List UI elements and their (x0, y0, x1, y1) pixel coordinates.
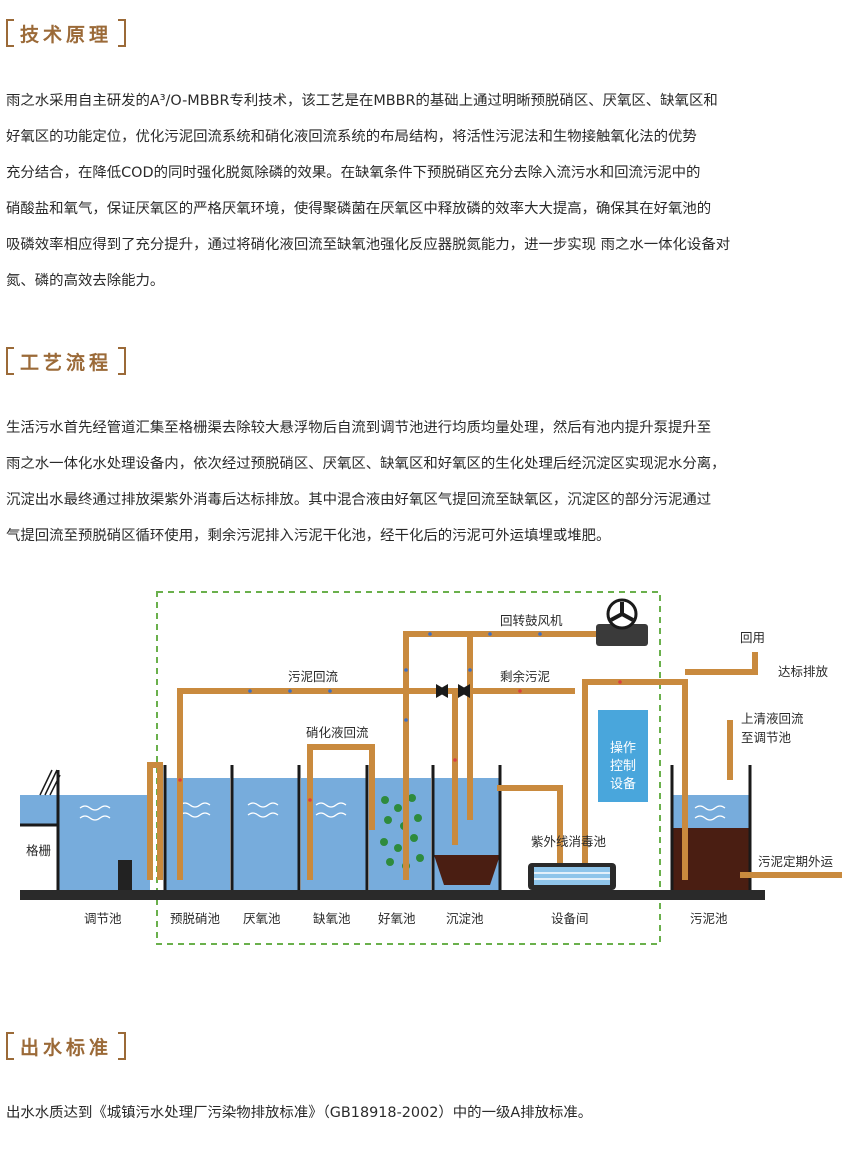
tank-walls (20, 765, 752, 890)
flow-arrow-icons (248, 632, 542, 722)
text-line: 氮、磷的高效去除能力。 (6, 273, 165, 289)
control-equipment (598, 710, 648, 802)
discharge-label: 达标排放 (778, 664, 829, 679)
bracket-right-icon (118, 1032, 127, 1060)
section-title: 技术原理 (20, 23, 113, 46)
sludge-out-label: 污泥定期外运 (758, 854, 834, 869)
section-header-principle: 技术原理 (6, 19, 127, 47)
standard-paragraph: 出水水质达到《城镇污水处理厂污染物排放标准》（GB18918-2002）中的一级… (6, 1095, 836, 1131)
grille-label: 格栅 (26, 843, 51, 858)
rotary-blower-icon (596, 598, 648, 646)
flow-arrow-icons (178, 680, 622, 802)
text-line: 沉淀出水最终通过排放渠紫外消毒后达标排放。其中混合液由好氧区气提回流至缺氧区，沉… (6, 492, 712, 508)
tank-label: 预脱硝池 (170, 911, 221, 926)
sludge-return-label: 污泥回流 (288, 669, 339, 684)
process-paragraph: 生活污水首先经管道汇集至格栅渠去除较大悬浮物后自流到调节池进行均质均量处理，然后… (6, 410, 836, 554)
uv-label: 紫外线消毒池 (531, 834, 607, 849)
supernatant-label: 上清液回流 (741, 711, 804, 726)
bracket-right-icon (118, 347, 127, 375)
text-line: 好氧区的功能定位，优化污泥回流系统和硝化液回流系统的布局结构，将活性污泥法和生物… (6, 129, 697, 145)
tank-label: 设备间 (551, 911, 589, 926)
nitrate-return-label: 硝化液回流 (306, 725, 369, 740)
bracket-left-icon (6, 19, 14, 47)
text-line: 雨之水采用自主研发的A³/O-MBBR专利技术，该工艺是在MBBR的基础上通过明… (6, 93, 718, 109)
text-line: 生活污水首先经管道汇集至格栅渠去除较大悬浮物后自流到调节池进行均质均量处理，然后… (6, 420, 712, 436)
text-line: 充分结合，在降低COD的同时强化脱氮除磷的效果。在缺氧条件下预脱硝区充分去除入流… (6, 165, 701, 181)
section-header-standard: 出水标准 (6, 1032, 127, 1060)
process-flow-diagram: 操作 控制 设备 格栅 回转鼓风机 污泥回流 剩余污泥 硝化液回流 回用 达标排… (20, 591, 842, 945)
text-line: 硝酸盐和氧气，保证厌氧区的严格厌氧环境，使得聚磷菌在厌氧区中释放磷的效率大大提高… (6, 201, 712, 217)
section-title: 出水标准 (20, 1036, 113, 1059)
bracket-left-icon (6, 1032, 14, 1060)
ground-base (20, 890, 765, 900)
control-label-1: 操作 (610, 740, 636, 756)
lift-pump-icon (118, 860, 132, 890)
tank-label: 厌氧池 (243, 911, 281, 926)
uv-disinfection-unit (528, 863, 616, 890)
valve-icons (436, 684, 470, 698)
tank-label: 调节池 (84, 911, 122, 926)
text-line: 出水水质达到《城镇污水处理厂污染物排放标准》（GB18918-2002）中的一级… (6, 1105, 593, 1121)
tank-label: 沉淀池 (446, 911, 484, 926)
text-line: 气提回流至预脱硝区循环使用，剩余污泥排入污泥干化池，经干化后的污泥可外运填埋或堆… (6, 528, 611, 544)
tank-label: 污泥池 (690, 911, 728, 926)
tank-label: 缺氧池 (313, 911, 351, 926)
principle-paragraph: 雨之水采用自主研发的A³/O-MBBR专利技术，该工艺是在MBBR的基础上通过明… (6, 83, 836, 299)
supernatant-label: 至调节池 (741, 730, 792, 745)
control-label-3: 设备 (610, 776, 636, 792)
grille-icon (39, 769, 61, 796)
section-title: 工艺流程 (20, 351, 113, 374)
section-header-process: 工艺流程 (6, 347, 127, 375)
bracket-left-icon (6, 347, 14, 375)
control-label-2: 控制 (610, 759, 636, 774)
bracket-right-icon (118, 19, 127, 47)
text-line: 吸磷效率相应得到了充分提升，通过将硝化液回流至缺氧池强化反应器脱氮能力，进一步实… (6, 237, 731, 253)
text-line: 雨之水一体化水处理设备内，依次经过预脱硝区、厌氧区、缺氧区和好氧区的生化处理后经… (6, 456, 726, 472)
tank-label: 好氧池 (378, 911, 416, 926)
excess-sludge-label: 剩余污泥 (500, 669, 550, 684)
blower-label: 回转鼓风机 (500, 613, 563, 628)
reuse-label: 回用 (740, 630, 765, 645)
wave-icons (79, 802, 726, 821)
